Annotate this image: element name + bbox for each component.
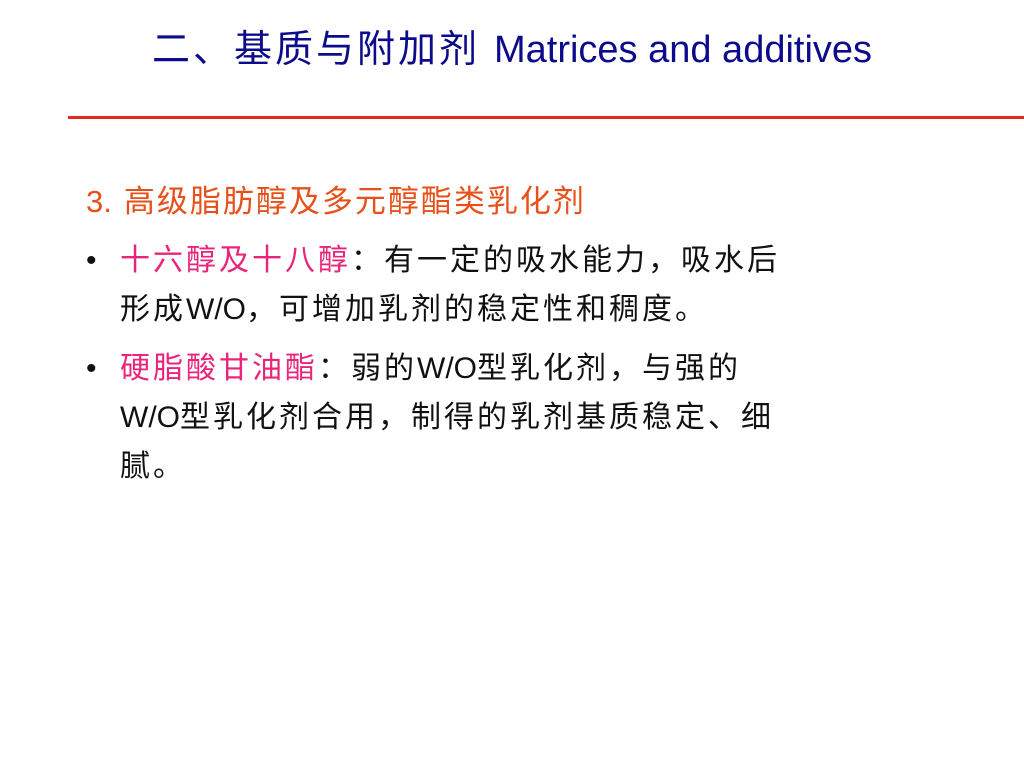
slide-title-chinese: 二、基质与附加剂 xyxy=(151,27,480,71)
bullet-line: 十六醇及十八醇：有一定的吸水能力，吸水后 xyxy=(120,236,946,285)
bullet-text: 型乳化剂合用，制得的乳剂基质稳定、细 xyxy=(180,400,774,435)
bullet-line: 形成W/O，可增加乳剂的稳定性和稠度。 xyxy=(120,285,946,334)
bullet-text: 型乳化剂，与强的 xyxy=(477,351,741,386)
bullet-line: 硬脂酸甘油酯：弱的W/O型乳化剂，与强的 xyxy=(120,344,946,393)
bullet-text-latin: W/O xyxy=(417,352,477,385)
bullet-line: 腻。 xyxy=(120,442,946,491)
slide-body: 3. 高级脂肪醇及多元醇酯类乳化剂 • 十六醇及十八醇：有一定的吸水能力，吸水后 … xyxy=(86,178,946,491)
bullet-text: ：有一定的吸水能力，吸水后 xyxy=(351,243,780,278)
bullet-term: 硬脂酸甘油酯 xyxy=(120,351,318,386)
slide-title-english: Matrices and additives xyxy=(493,29,873,71)
title-divider xyxy=(68,116,1024,119)
bullet-text-latin: W/O xyxy=(186,293,246,326)
slide-title: 二、基质与附加剂 Matrices and additives xyxy=(0,22,1024,77)
bullet-text: ，可增加乳剂的稳定性和稠度。 xyxy=(246,292,708,327)
section-number: 3. xyxy=(86,184,112,219)
bullet-icon: • xyxy=(86,244,97,277)
bullet-line: W/O型乳化剂合用，制得的乳剂基质稳定、细 xyxy=(120,393,946,442)
bullet-text: 腻。 xyxy=(120,449,186,484)
bullet-item-cetyl-stearyl-alcohol: • 十六醇及十八醇：有一定的吸水能力，吸水后 形成W/O，可增加乳剂的稳定性和稠… xyxy=(86,236,946,334)
section-heading-text: 高级脂肪醇及多元醇酯类乳化剂 xyxy=(123,184,586,220)
section-heading: 3. 高级脂肪醇及多元醇酯类乳化剂 xyxy=(86,178,946,226)
bullet-item-glyceryl-stearate: • 硬脂酸甘油酯：弱的W/O型乳化剂，与强的 W/O型乳化剂合用，制得的乳剂基质… xyxy=(86,344,946,491)
bullet-text: ：弱的 xyxy=(318,351,417,386)
bullet-text: 形成 xyxy=(120,292,186,327)
bullet-text-latin: W/O xyxy=(120,401,180,434)
bullet-term: 十六醇及十八醇 xyxy=(120,243,351,278)
bullet-icon: • xyxy=(86,352,97,385)
